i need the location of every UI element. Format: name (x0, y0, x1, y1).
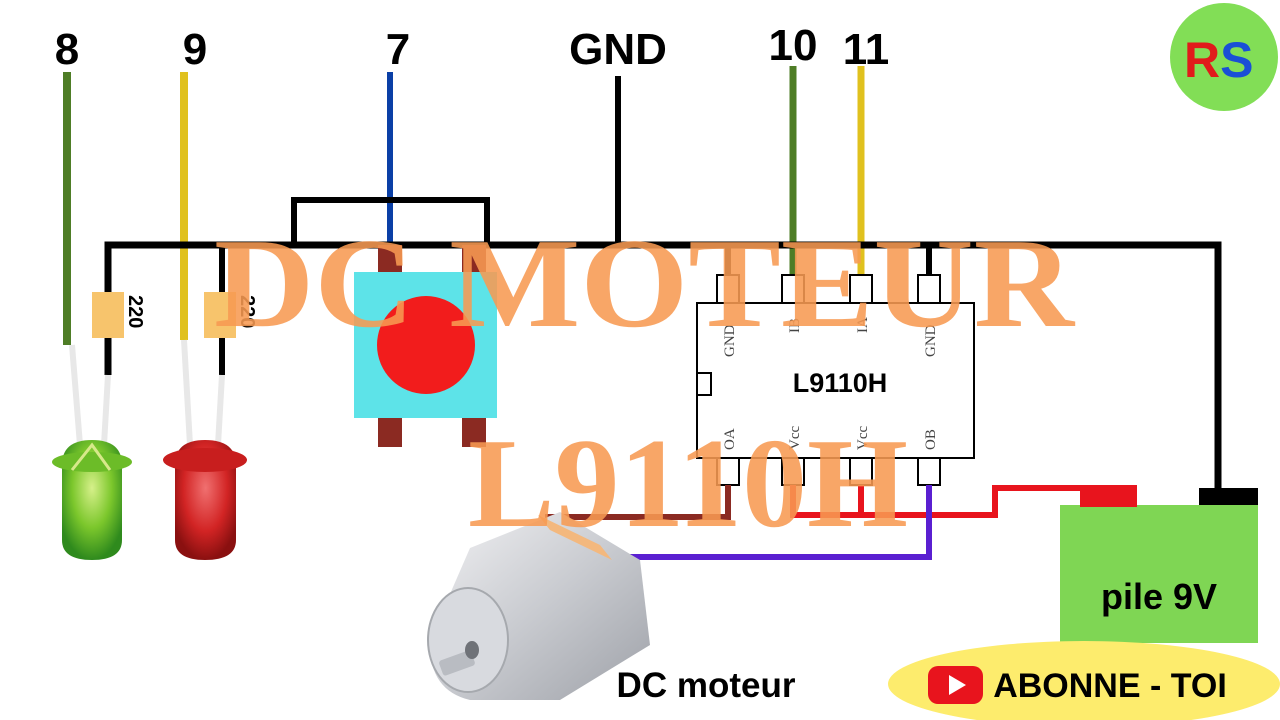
overlay-title-line2: L9110H (468, 412, 908, 554)
battery-label: pile 9V (1101, 576, 1217, 617)
push-button (354, 245, 497, 447)
overlay-title-line1: DC MOTEUR (214, 212, 1076, 354)
chip-pin-oa: OA (722, 428, 738, 450)
l9110h-chip: L9110H GND IB IA GND OA Vcc Vcc OB (696, 274, 975, 486)
chip-pin-ob: OB (923, 429, 939, 450)
resistor-220-b: 220 (204, 292, 258, 338)
dc-motor: DC moteur (427, 512, 796, 705)
battery-9v: pile 9V (1060, 485, 1258, 643)
chip-pin-vcc-2: Vcc (855, 426, 871, 450)
chip-pin-ib: IB (787, 318, 803, 333)
resistor-label-a: 220 (124, 295, 146, 328)
pin-label-11: 11 (843, 25, 890, 74)
motor-label: DC moteur (617, 666, 796, 705)
chip-pin-gnd-2: GND (923, 324, 939, 357)
subscribe-button[interactable]: ABONNE - TOI (888, 641, 1280, 720)
ground-loop-button (291, 197, 490, 245)
subscribe-label: ABONNE - TOI (993, 667, 1227, 705)
pin-label-8: 8 (55, 25, 79, 74)
pin-label-7: 7 (386, 25, 410, 74)
resistor-label-b: 220 (236, 295, 258, 328)
chip-pin-ia: IA (855, 317, 871, 333)
chip-pin-gnd-1: GND (722, 324, 738, 357)
resistor-220-a: 220 (92, 292, 146, 338)
chip-name: L9110H (793, 368, 888, 398)
wire-purple-ob (615, 485, 932, 560)
pin-label-gnd: GND (569, 25, 667, 74)
led-red (163, 339, 247, 560)
pin-label-9: 9 (183, 25, 207, 74)
svg-text:RS: RS (1184, 32, 1253, 88)
rs-logo: RS (1170, 3, 1278, 111)
led-green (52, 344, 132, 560)
button-cap (377, 296, 475, 394)
wire-brown-oa (545, 485, 731, 520)
chip-pin-vcc-1: Vcc (787, 426, 803, 450)
pin-label-10: 10 (769, 21, 818, 70)
wire-red-vcc (790, 485, 864, 518)
